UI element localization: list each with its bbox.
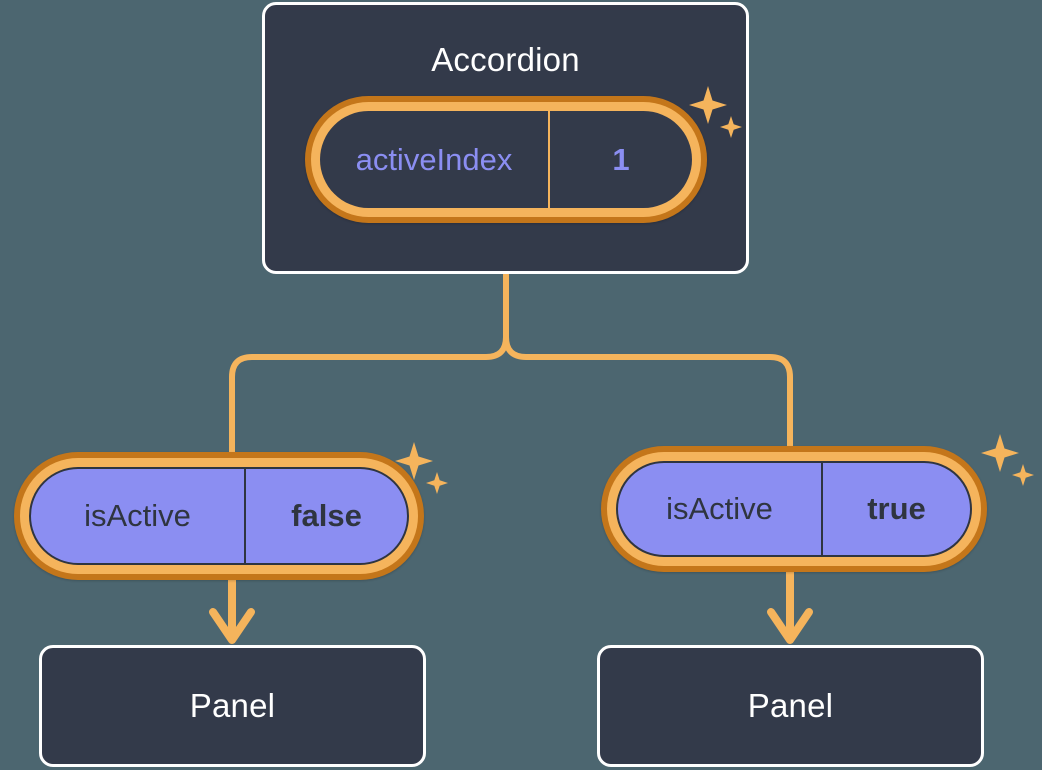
chip-key: activeIndex [355, 141, 513, 177]
arrowhead-left [209, 608, 255, 644]
sparkle-icon-right [981, 434, 1034, 486]
component-node-panel-right[interactable]: Panel [597, 645, 984, 767]
wire-root-to-left [229, 272, 509, 455]
state-chip-activeindex[interactable]: activeIndex 1 [305, 96, 707, 223]
prop-chip-isactive-true[interactable]: isActive true [601, 446, 987, 572]
chip-value: false [244, 469, 407, 563]
chip-outer-ring: isActive true [607, 452, 981, 566]
chip-outer-ring: isActive false [20, 458, 418, 574]
chip-key: isActive [666, 491, 773, 526]
wire-root-to-right [503, 272, 793, 449]
arrowhead-right [767, 608, 813, 644]
component-title: Accordion [431, 41, 580, 78]
chip-key: isActive [84, 498, 191, 533]
chip-value: true [821, 463, 970, 555]
chip-body: isActive false [29, 467, 409, 565]
chip-body: activeIndex 1 [320, 111, 692, 208]
component-title: Panel [189, 687, 276, 724]
prop-chip-isactive-false[interactable]: isActive false [14, 452, 424, 580]
chip-value: 1 [548, 111, 692, 208]
component-title: Panel [747, 687, 834, 724]
chip-body: isActive true [616, 461, 972, 557]
chip-outer-ring: activeIndex 1 [311, 102, 701, 217]
component-node-panel-left[interactable]: Panel [39, 645, 426, 767]
